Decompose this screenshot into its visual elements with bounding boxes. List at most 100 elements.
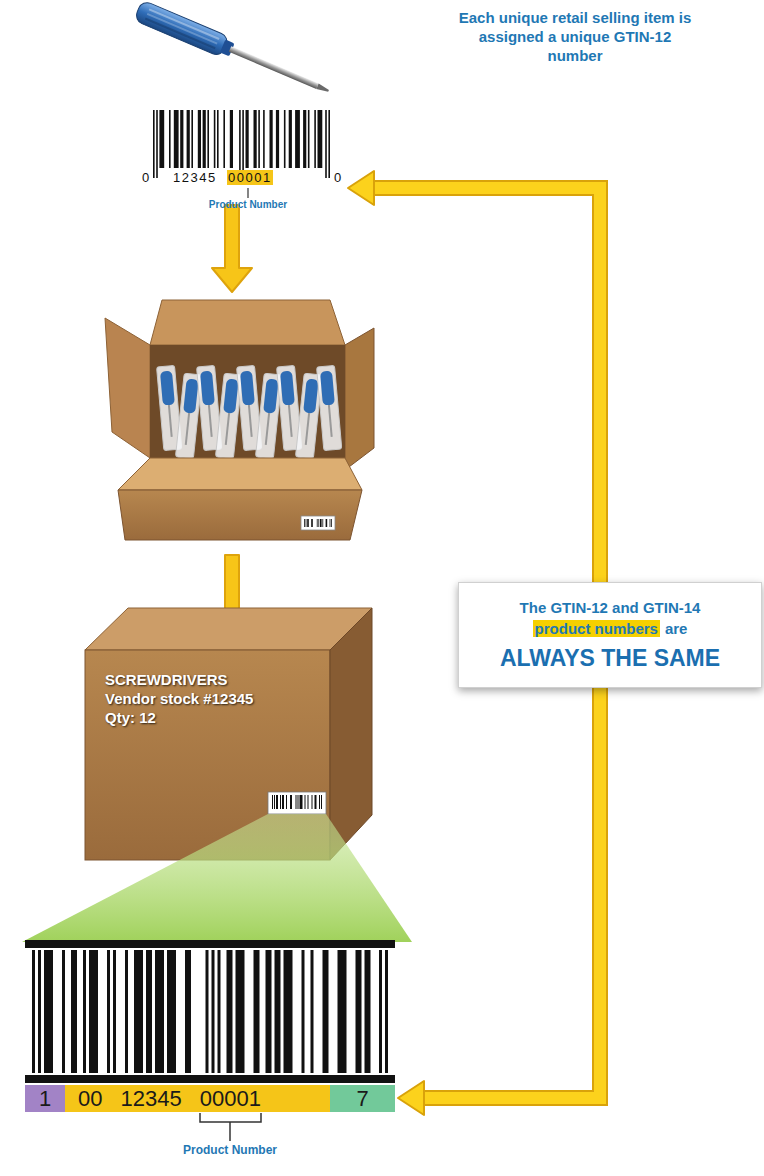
bar	[107, 950, 110, 1073]
guard-bar	[304, 519, 306, 527]
screwdriver-part	[147, 14, 217, 44]
bar	[218, 950, 221, 1073]
guard-bar	[212, 950, 215, 1073]
bar	[254, 950, 260, 1073]
guard-bar	[318, 519, 320, 527]
bar	[303, 110, 306, 168]
arrow-head	[398, 1081, 424, 1115]
guard-bar	[321, 795, 322, 809]
arrow-body	[373, 188, 600, 1098]
guard-bar	[316, 519, 318, 527]
open-carton-part	[150, 345, 345, 458]
bar	[169, 110, 171, 168]
shaft	[168, 405, 173, 437]
shaft	[248, 405, 253, 437]
callout-line: ALWAYS THE SAME	[459, 643, 761, 673]
part-label: Product Number	[198, 199, 298, 211]
bar	[246, 110, 249, 168]
handle	[280, 371, 295, 406]
handle	[160, 371, 175, 406]
bar	[185, 950, 191, 1073]
bar	[187, 110, 190, 168]
zoom-beam-part	[22, 814, 412, 942]
screwdriver-part	[229, 46, 319, 89]
large-barcode	[25, 940, 395, 1083]
bar	[83, 950, 86, 1073]
bar	[125, 950, 128, 1073]
bar	[300, 795, 303, 809]
guard-bar	[156, 110, 158, 178]
bar	[159, 110, 164, 168]
guard-bar	[206, 950, 209, 1073]
bar	[258, 110, 260, 168]
arrow-head	[348, 171, 374, 205]
product-number-tick-part	[247, 188, 248, 198]
arrow-outline	[373, 188, 600, 1098]
barcode-bars	[304, 519, 332, 527]
guard-bar	[296, 795, 297, 809]
upc-barcode: 012345000010	[140, 108, 345, 192]
barcode-bars	[153, 110, 330, 178]
shaft	[185, 413, 190, 445]
callout-line: The GTIN-12 and GTIN-14	[459, 597, 761, 618]
barcode-bars	[32, 950, 388, 1073]
bar	[276, 110, 279, 168]
screwdriver-part	[134, 0, 230, 57]
caption-note: Each unique retail selling item is assig…	[450, 8, 700, 65]
bar	[174, 110, 179, 168]
bar	[134, 950, 143, 1073]
large-barcode-part	[25, 940, 395, 948]
bar	[322, 519, 324, 527]
open-carton-part	[150, 300, 345, 345]
bar	[230, 110, 233, 168]
handle	[200, 371, 215, 406]
guard-bar	[325, 110, 327, 178]
bar	[308, 110, 310, 168]
closed-carton-part	[268, 792, 326, 814]
guard-bar	[331, 519, 333, 527]
open-carton-part	[118, 458, 362, 490]
guard-bar	[385, 950, 388, 1073]
shaft	[328, 405, 333, 437]
shaft	[288, 405, 293, 437]
number-band: 7	[330, 1085, 395, 1112]
highlighted-text: product numbers	[533, 620, 660, 637]
plastic-bag	[317, 365, 342, 450]
bar	[326, 519, 328, 527]
bar	[217, 110, 219, 168]
bar	[286, 795, 287, 809]
bar	[167, 950, 176, 1073]
bar	[214, 110, 216, 168]
callout-text: The GTIN-12 and GTIN-14	[520, 599, 701, 616]
guard-bar	[328, 110, 330, 178]
bar	[289, 110, 292, 168]
bar	[155, 950, 164, 1073]
bar	[71, 950, 77, 1073]
large-barcode-part	[25, 1075, 395, 1083]
screwdriver	[134, 0, 333, 101]
bar	[315, 795, 317, 809]
open-carton-part	[118, 490, 362, 540]
bar	[191, 110, 193, 168]
bar	[276, 795, 278, 809]
screwdriver-part	[145, 19, 215, 49]
shaft	[305, 413, 310, 445]
product-number-bracket-part	[200, 1113, 261, 1122]
shaft	[265, 413, 270, 445]
guard-bar	[305, 519, 307, 527]
bar	[318, 110, 323, 168]
bar	[282, 795, 284, 809]
barcode	[32, 950, 388, 1073]
callout-text: ALWAYS THE SAME	[500, 645, 720, 671]
zoom-beam	[22, 814, 412, 942]
barcode-digits: 00001	[227, 170, 273, 185]
bar	[44, 950, 53, 1073]
bar	[207, 110, 209, 168]
shaft	[208, 405, 213, 437]
down-arrow-part	[212, 205, 252, 292]
bar	[323, 950, 329, 1073]
down-arrow	[212, 205, 252, 292]
guard-bar	[329, 519, 331, 527]
handle	[240, 371, 255, 406]
